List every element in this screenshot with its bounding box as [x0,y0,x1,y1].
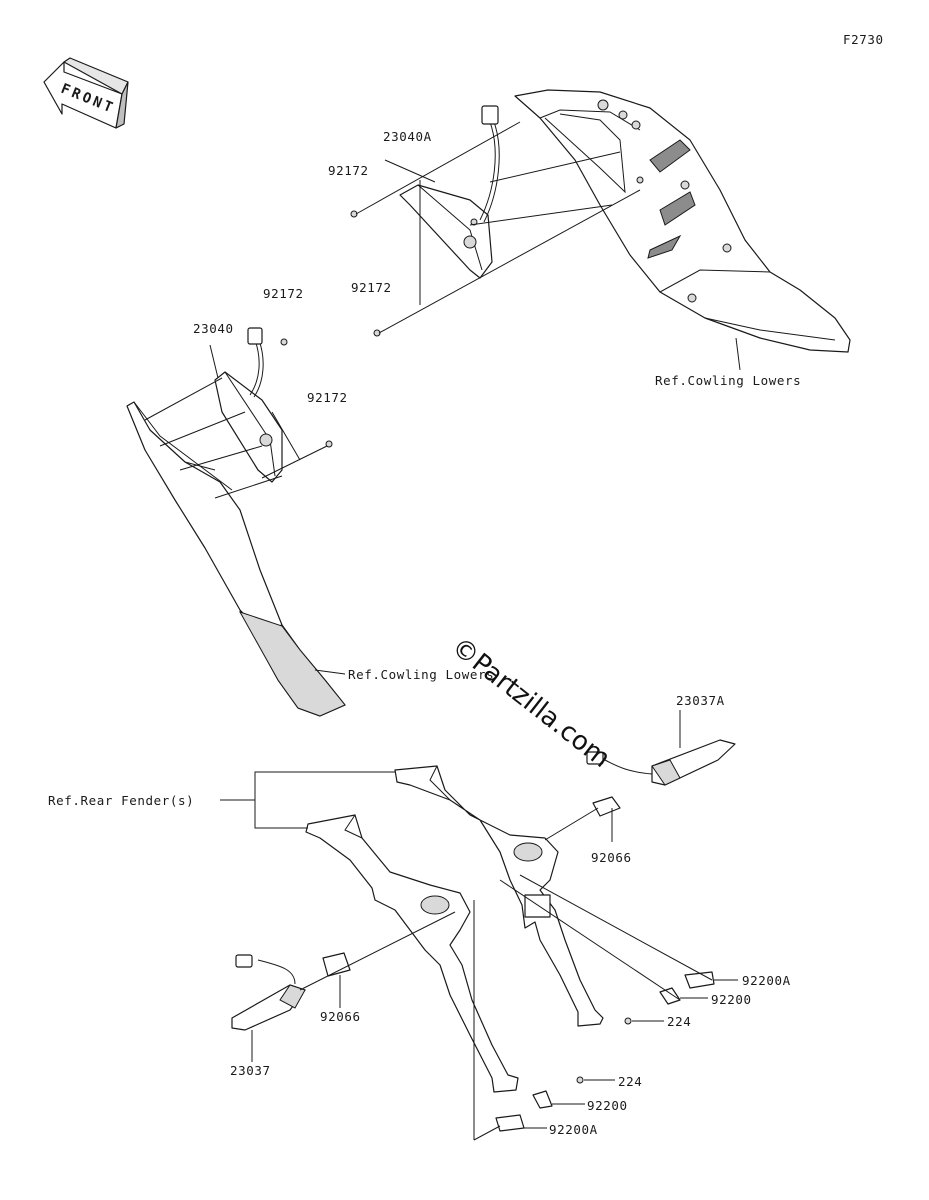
label-92200-left: 92200 [587,1098,628,1113]
label-ref-cowling-lowers-right: Ref.Cowling Lowers [655,373,801,388]
label-92066-left: 92066 [320,1009,361,1024]
label-ref-rear-fenders: Ref.Rear Fender(s) [48,793,194,808]
label-92066-right: 92066 [591,850,632,865]
label-92200A-left: 92200A [549,1122,598,1137]
turn-signal-23040 [214,327,283,483]
bolt-224-left-icon [576,1076,584,1084]
label-224-left: 224 [618,1074,642,1089]
clip-92200-left-icon [532,1090,553,1109]
screw-92172-c-icon [280,338,288,346]
label-92200-right: 92200 [711,992,752,1007]
grommet-92066-right-icon [592,796,621,817]
clip-92200-right-icon [659,987,681,1005]
turn-signal-23037 [231,954,306,1031]
turn-signal-23040A [399,105,500,279]
turn-signal-23037A [586,739,736,786]
nut-92200A-right-icon [684,971,715,989]
nut-92200A-left-icon [495,1114,525,1132]
label-92172-b: 92172 [351,280,392,295]
diagram-code: F2730 [843,32,884,47]
label-ref-cowling-lowers-left: Ref.Cowling Lowers [348,667,494,682]
watermark: ©Partzilla.com [446,632,616,774]
right-cowling-lower [514,89,851,353]
label-23040A: 23040A [383,129,432,144]
label-224-right: 224 [667,1014,691,1029]
rear-signal-bracket-right [394,765,604,1027]
left-cowling-lower [126,401,346,717]
front-arrow-icon: FRONT [43,57,129,129]
label-92172-c: 92172 [263,286,304,301]
label-23037A: 23037A [676,693,725,708]
screw-92172-d-icon [325,440,333,448]
label-23037: 23037 [230,1063,271,1078]
label-23040: 23040 [193,321,234,336]
rear-signal-bracket-left [305,814,519,1093]
label-92172-a: 92172 [328,163,369,178]
bolt-224-right-icon [624,1017,632,1025]
label-92172-d: 92172 [307,390,348,405]
label-92200A-right: 92200A [742,973,791,988]
grommet-92066-left-icon [322,952,351,977]
